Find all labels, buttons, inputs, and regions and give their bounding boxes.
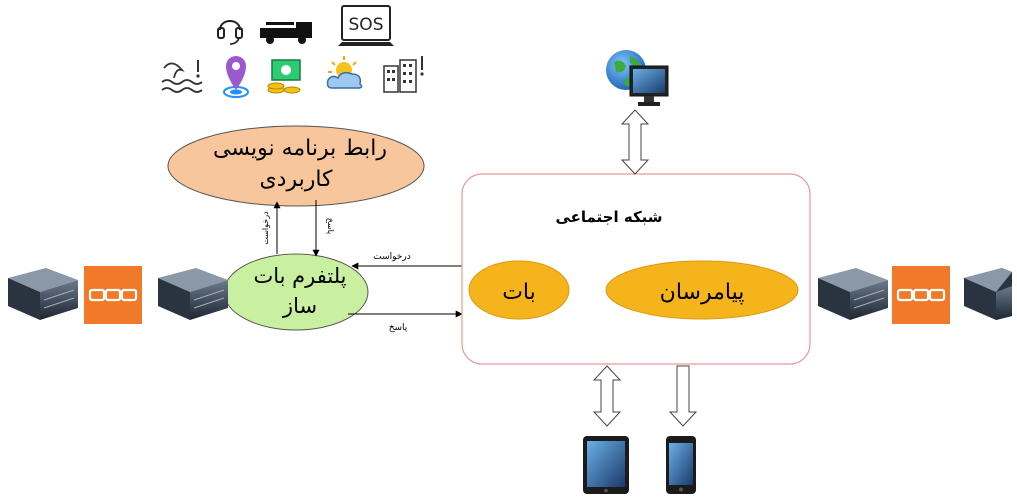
platform-to-social-arrow: پاسخ <box>348 310 463 333</box>
api-to-platform-arrow: پاسخ <box>312 200 335 257</box>
messenger-pill: پیامرسان <box>605 260 799 320</box>
weather-icon <box>326 56 363 89</box>
blockchain-link-icon <box>84 266 142 324</box>
server-icon <box>964 268 1012 320</box>
messenger-label: پیامرسان <box>660 280 745 305</box>
platform-to-api-label: درخواست <box>261 211 270 245</box>
building-alert-icon <box>383 56 424 93</box>
api-node: رابط برنامه نویسی کاربردی <box>167 125 425 207</box>
svg-text:SOS: SOS <box>349 15 384 35</box>
flood-warning-icon <box>161 60 203 93</box>
network-to-tablet-double-arrow <box>592 365 622 427</box>
social-network-box: شبکه اجتماعی بات پیامرسان <box>461 173 811 365</box>
api-label-line2: کاربردی <box>259 167 333 192</box>
api-to-platform-label: پاسخ <box>326 218 335 235</box>
bot-platform-label-line1: پلتفرم بات <box>253 264 346 288</box>
bot-platform-label-line2: ساز <box>282 294 317 318</box>
smartphone-icon <box>666 436 696 494</box>
location-pin-icon <box>223 56 249 98</box>
social-to-platform-label: درخواست <box>373 252 410 262</box>
platform-to-api-arrow: درخواست <box>261 201 281 254</box>
server-icon <box>158 268 228 320</box>
social-network-title: شبکه اجتماعی <box>555 208 662 226</box>
platform-to-social-label: پاسخ <box>389 323 408 333</box>
sos-laptop-icon: SOS <box>338 5 394 46</box>
tablet-icon <box>583 436 629 494</box>
blockchain-link-icon <box>892 266 950 324</box>
money-icon <box>267 59 301 94</box>
social-to-platform-arrow: درخواست <box>351 252 462 270</box>
bot-platform-node: پلتفرم بات ساز <box>223 253 369 331</box>
fire-truck-icon <box>260 22 312 44</box>
api-label-line1: رابط برنامه نویسی <box>213 136 387 161</box>
bot-label: بات <box>502 280 536 305</box>
server-icon <box>8 268 78 320</box>
globe-computer-icon <box>606 50 669 106</box>
network-to-phone-arrow <box>668 365 698 427</box>
network-to-web-double-arrow <box>620 109 650 175</box>
headset-icon <box>217 20 243 45</box>
server-icon <box>818 268 888 320</box>
bot-pill: بات <box>468 260 570 320</box>
